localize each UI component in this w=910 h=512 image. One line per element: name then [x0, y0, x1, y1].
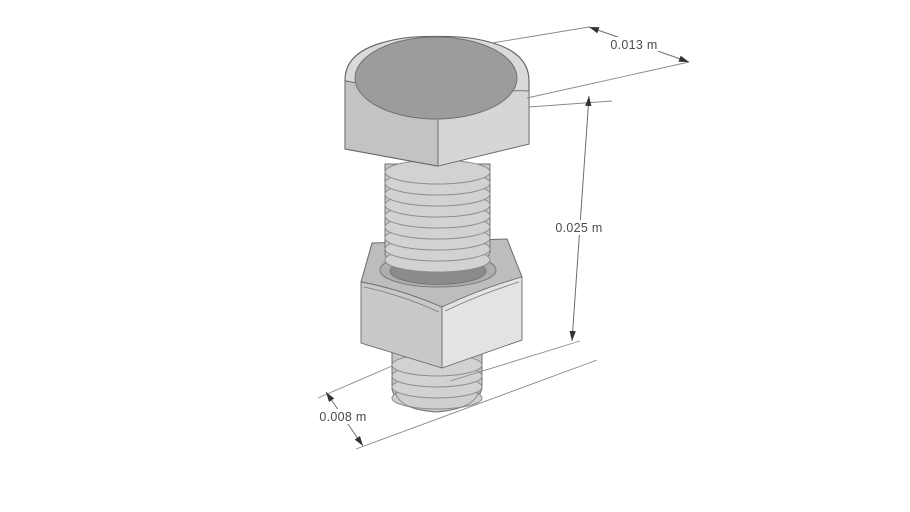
dimension-overall-length: 0.025 m [449, 95, 613, 382]
bolt-head [344, 35, 530, 167]
dimension-label-bg [555, 220, 603, 235]
dimension-label-shank-diameter: 0.008 m [319, 410, 366, 424]
hex-nut [360, 276, 523, 369]
thread-bottom-chamfer [394, 391, 480, 413]
nut-face-right [441, 276, 523, 369]
extension-line [355, 359, 598, 450]
dimension-label-bg [319, 409, 367, 424]
dimension-label-bg [610, 37, 658, 52]
dimension-head-width: 0.013 m [491, 26, 690, 99]
dimension-shank-diameter: 0.008 m [317, 359, 598, 450]
upper-thread-shank [384, 159, 491, 273]
extension-line [526, 61, 690, 99]
nut-chamfer-arc-right [444, 281, 520, 312]
head-top-face [354, 36, 518, 120]
extension-line [491, 26, 590, 44]
dimension-line [569, 95, 592, 342]
bolt-model [344, 35, 530, 413]
nut-chamfer-arc-left [363, 286, 440, 313]
extension-line [449, 340, 581, 382]
dimension-label-overall-length: 0.025 m [555, 221, 602, 235]
dimension-label-head-width: 0.013 m [610, 38, 657, 52]
